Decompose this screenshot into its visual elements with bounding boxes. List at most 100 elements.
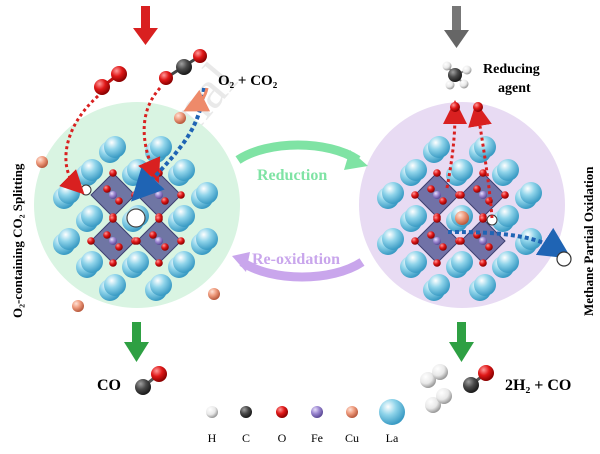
la-atom bbox=[81, 205, 103, 227]
right-side-label: Methane Partial Oxidation bbox=[581, 166, 596, 316]
la-atom bbox=[520, 228, 542, 250]
la-atom bbox=[428, 274, 450, 296]
legend-cu-label: Cu bbox=[345, 431, 359, 445]
o-atom bbox=[177, 191, 185, 199]
o-atom bbox=[133, 237, 141, 245]
la-atom bbox=[150, 274, 172, 296]
o-atom bbox=[155, 259, 163, 267]
o-atom bbox=[479, 169, 487, 177]
legend-cu-sphere bbox=[346, 406, 358, 418]
right-released-oxygen bbox=[450, 102, 483, 112]
o2-molecule bbox=[94, 66, 127, 95]
o-atom bbox=[161, 243, 169, 251]
la-atom bbox=[173, 251, 195, 273]
legend-h-sphere bbox=[206, 406, 218, 418]
o-atom bbox=[479, 259, 487, 267]
h-atom bbox=[486, 214, 498, 226]
right-output-arrow bbox=[449, 322, 474, 362]
left-output-label: CO bbox=[97, 377, 121, 394]
o-atom bbox=[473, 185, 481, 193]
o-atom bbox=[427, 231, 435, 239]
o-atom bbox=[115, 197, 123, 205]
o-atom bbox=[411, 237, 419, 245]
la-atom bbox=[474, 274, 496, 296]
o-atom bbox=[457, 191, 465, 199]
reoxidation-arrow bbox=[232, 252, 365, 282]
left-input-label: O₂ + CO₂ bbox=[218, 73, 278, 89]
fe-atom bbox=[479, 191, 487, 199]
legend-la-sphere bbox=[379, 399, 405, 425]
la-atom bbox=[81, 251, 103, 273]
o-atom bbox=[115, 243, 123, 251]
legend-o-sphere bbox=[276, 406, 288, 418]
o-atom bbox=[149, 185, 157, 193]
la-atom bbox=[81, 159, 103, 181]
la-atom bbox=[173, 159, 195, 181]
la-atom bbox=[104, 136, 126, 158]
o-atom bbox=[109, 169, 117, 177]
o-atom bbox=[433, 169, 441, 177]
o-atom bbox=[427, 185, 435, 193]
legend-c-label: C bbox=[242, 431, 250, 445]
legend-h-label: H bbox=[208, 431, 217, 445]
la-atom bbox=[150, 136, 172, 158]
o-atom bbox=[103, 185, 111, 193]
la-atom bbox=[405, 205, 427, 227]
legend-fe-sphere bbox=[311, 406, 323, 418]
la-atom bbox=[173, 205, 195, 227]
right-perovskite-lattice bbox=[377, 136, 542, 301]
right-output-label: 2H₂ + CO bbox=[505, 377, 571, 394]
methane-molecule bbox=[442, 61, 472, 90]
la-atom bbox=[451, 159, 473, 181]
la-atom bbox=[520, 182, 542, 204]
o-atom bbox=[433, 259, 441, 267]
la-atom bbox=[382, 182, 404, 204]
la-atom bbox=[497, 251, 519, 273]
la-atom bbox=[497, 159, 519, 181]
left-input-arrow bbox=[133, 6, 158, 45]
legend-fe-label: Fe bbox=[311, 431, 323, 445]
fe-atom bbox=[155, 237, 163, 245]
o-atom bbox=[103, 231, 111, 239]
left-output-arrow bbox=[124, 322, 149, 362]
la-atom bbox=[428, 136, 450, 158]
la-atom bbox=[196, 228, 218, 250]
left-side-label: O₂-containing CO₂ Splitting bbox=[10, 163, 25, 318]
fe-atom bbox=[109, 191, 117, 199]
o-atom bbox=[177, 237, 185, 245]
la-atom bbox=[127, 251, 149, 273]
fe-atom bbox=[155, 191, 163, 199]
legend-c-sphere bbox=[240, 406, 252, 418]
la-atom bbox=[474, 136, 496, 158]
o-atom bbox=[149, 231, 157, 239]
o-atom bbox=[433, 215, 441, 223]
o-atom bbox=[479, 215, 487, 223]
o-atom bbox=[501, 191, 509, 199]
scattered-cu-atoms bbox=[36, 112, 220, 312]
o-atom bbox=[155, 215, 163, 223]
legend-o-label: O bbox=[278, 431, 287, 445]
right-input-label-line1: Reducing bbox=[483, 62, 540, 77]
o-atom bbox=[457, 237, 465, 245]
la-atom bbox=[196, 182, 218, 204]
cu-atom bbox=[455, 211, 469, 225]
o-atom bbox=[439, 243, 447, 251]
la-atom bbox=[497, 205, 519, 227]
legend-la-label: La bbox=[386, 431, 399, 445]
o-atom bbox=[109, 215, 117, 223]
atom-legend: H C O Fe Cu La bbox=[206, 399, 405, 445]
oxygen-vacancy bbox=[126, 208, 146, 228]
la-atom bbox=[104, 274, 126, 296]
fe-atom bbox=[433, 191, 441, 199]
left-oxygen-paths bbox=[59, 86, 211, 202]
reduction-arrow bbox=[235, 140, 368, 170]
right-input-label-line2: agent bbox=[498, 81, 531, 96]
la-atom bbox=[451, 251, 473, 273]
la-atom bbox=[382, 228, 404, 250]
o-atom bbox=[161, 197, 169, 205]
right-input-arrow bbox=[444, 6, 469, 48]
reduction-label: Reduction bbox=[257, 167, 327, 184]
la-atom bbox=[58, 228, 80, 250]
o-atom bbox=[133, 191, 141, 199]
